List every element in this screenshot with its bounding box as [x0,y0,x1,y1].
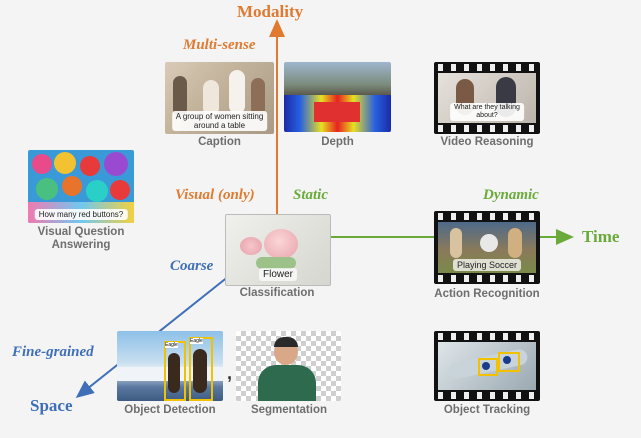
vqa-inner-text: How many red buttons? [34,209,128,220]
classification-image: Flower [225,214,331,286]
classification-inner-text: Flower [258,268,298,281]
coarse-label: Coarse [170,258,214,274]
separator-comma: , [227,363,233,383]
dynamic-label: Dynamic [483,187,539,203]
video-reasoning-inner-text: What are they talking about? [450,103,524,121]
object-detection-label: Object Detection [124,404,216,416]
object-tracking-label: Object Tracking [443,404,531,416]
visual-only-label: Visual (only) [175,187,255,203]
action-recognition-inner-text: Playing Soccer [452,259,522,271]
object-tracking-film [434,331,540,401]
vqa-image: How many red buttons? [28,150,134,223]
video-reasoning-label: Video Reasoning [440,136,534,148]
object-detection-image: Eagle Eagle [117,331,223,401]
segmentation-label: Segmentation [250,404,328,416]
time-axis-label: Time [582,227,620,246]
video-reasoning-film: What are they talking about? [434,62,540,134]
space-axis-label: Space [30,396,73,415]
caption-image: A group of women sitting around a table [165,62,274,134]
depth-label: Depth [321,136,354,148]
caption-label: Caption [198,136,241,148]
multi-sense-label: Multi-sense [183,37,256,53]
classification-label: Classification [239,287,315,299]
detection-box-label-2: Eagle [190,338,203,344]
segmentation-image [236,331,341,401]
static-label: Static [293,187,329,203]
detection-box-label-1: Eagle [165,342,178,348]
action-recognition-label: Action Recognition [434,288,540,300]
fine-grained-label: Fine-grained [12,344,94,360]
action-recognition-film: Playing Soccer [434,211,540,284]
modality-axis-label: Modality [237,2,304,21]
caption-inner-text: A group of women sitting around a table [171,111,268,131]
depth-image [284,62,391,132]
